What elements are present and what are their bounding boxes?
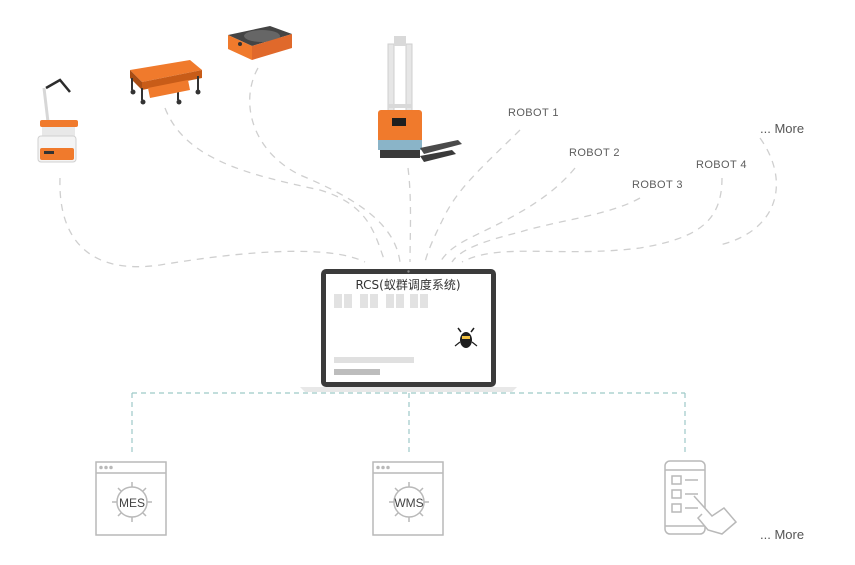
delivery-robot-icon xyxy=(37,78,78,163)
ant-logo-icon xyxy=(454,327,478,348)
gear-icon xyxy=(112,482,152,522)
rcs-title: RCS(蚁群调度系统) xyxy=(355,278,461,292)
connection-robot2 xyxy=(439,167,576,263)
laptop-icon xyxy=(300,269,517,392)
robot4-label: ROBOT 4 xyxy=(696,159,747,171)
connection-robot3 xyxy=(451,197,641,263)
wms-label: WMS xyxy=(394,496,424,510)
system-bus xyxy=(131,392,686,452)
connection-robot1 xyxy=(424,129,521,263)
screen-bar-2 xyxy=(334,369,380,375)
forklift-robot-icon xyxy=(378,36,462,162)
lifting-robot-icon xyxy=(228,26,292,60)
mes-window-icon xyxy=(95,461,167,536)
screen-bar-1 xyxy=(334,357,414,363)
connection-lifting-robot xyxy=(249,67,401,263)
mes-label: MES xyxy=(118,496,145,510)
connection-more-top xyxy=(719,137,777,246)
robot2-label: ROBOT 2 xyxy=(569,147,620,159)
wms-window-icon xyxy=(372,461,444,536)
robot-connections xyxy=(59,67,777,268)
connection-delivery-robot xyxy=(59,177,366,268)
connection-robot4 xyxy=(461,177,723,263)
connection-shelf-robot xyxy=(164,107,386,263)
gear-icon xyxy=(389,482,429,522)
more-systems-label: ... More xyxy=(760,527,805,542)
shelf-robot-icon xyxy=(130,60,202,105)
more-robots-label: ... More xyxy=(760,121,805,136)
connection-forklift-robot xyxy=(407,167,412,263)
robot3-label: ROBOT 3 xyxy=(632,179,683,191)
screen-grid xyxy=(334,294,428,308)
robot1-label: ROBOT 1 xyxy=(508,107,559,119)
tablet-hand-icon xyxy=(664,460,738,535)
